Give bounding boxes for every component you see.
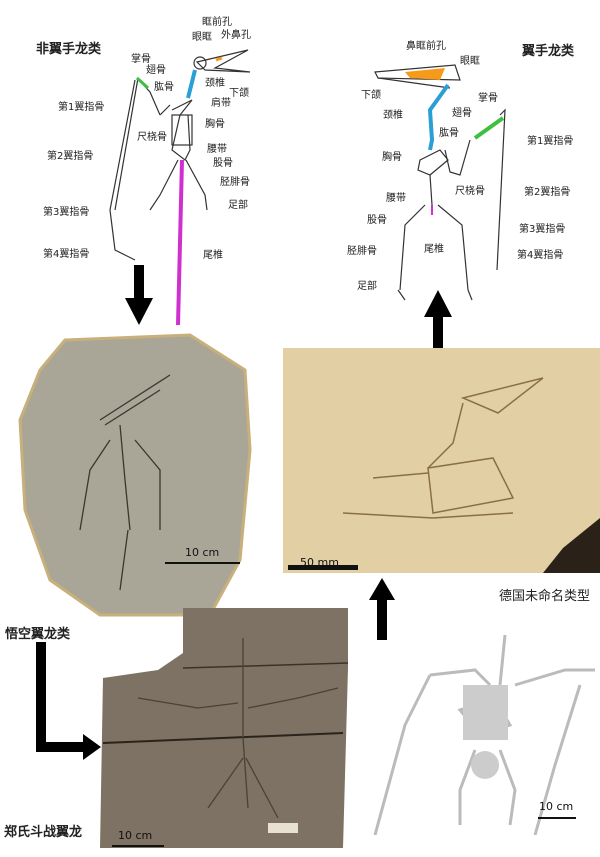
panel-caption: 郑氏斗战翼龙 <box>4 825 83 840</box>
label-sternum: 胸骨 <box>382 152 402 163</box>
label-wing-phalanx-4: 第4翼指骨 <box>43 249 90 260</box>
label-cervical: 颈椎 <box>205 78 225 89</box>
label-metacarpal: 掌骨 <box>478 93 498 104</box>
label-pelvic-girdle: 腰带 <box>386 193 406 204</box>
douzhanopterus-fossil-photo <box>100 608 348 848</box>
up-arrow-head <box>424 290 452 317</box>
label-wing-phalanx-2: 第2翼指骨 <box>47 151 94 162</box>
panel-caption: 德国未命名类型 <box>499 589 591 604</box>
up-arrow-shaft <box>433 315 443 350</box>
panel-title: 非翼手龙类 <box>36 42 102 57</box>
label-tibiofibula: 胫腓骨 <box>220 177 250 188</box>
label-wing-phalanx-3: 第3翼指骨 <box>43 207 90 218</box>
label-sternum: 胸骨 <box>205 119 225 130</box>
label-mandible: 下颌 <box>361 90 381 101</box>
label-foot: 足部 <box>357 281 377 292</box>
drawing-scale-label: 10 cm <box>539 800 574 813</box>
german-unnamed-fossil-photo <box>283 348 600 573</box>
label-orbit: 眼眶 <box>192 32 212 43</box>
label-pelvic-girdle: 腰带 <box>207 144 227 155</box>
label-femur: 股骨 <box>367 215 387 226</box>
label-orbit: 眼眶 <box>460 56 480 67</box>
label-nasoantorbital-fenestra: 鼻眶前孔 <box>406 41 446 52</box>
label-pteroid: 翅骨 <box>452 108 472 119</box>
label-femur: 股骨 <box>213 158 233 169</box>
panel-caption: 悟空翼龙类 <box>5 627 71 642</box>
label-mandible: 下颌 <box>229 88 249 99</box>
label-wing-phalanx-4: 第4翼指骨 <box>517 250 564 261</box>
up-arrow-icon <box>369 578 395 640</box>
label-cervical: 颈椎 <box>383 110 403 121</box>
label-humerus: 肱骨 <box>439 128 459 139</box>
label-shoulder-girdle: 肩带 <box>211 98 231 109</box>
label-radius-ulna: 尺桡骨 <box>137 132 167 143</box>
label-external-naris: 外鼻孔 <box>221 30 251 41</box>
label-foot: 足部 <box>228 200 248 211</box>
wukongopterid-fossil-photo <box>18 333 252 617</box>
non-pterodactyloid-skeleton <box>109 49 251 326</box>
label-wing-phalanx-1: 第1翼指骨 <box>58 102 105 113</box>
label-wing-phalanx-2: 第2翼指骨 <box>524 187 571 198</box>
down-arrow-head <box>125 298 153 325</box>
panel-title: 翼手龙类 <box>522 44 575 59</box>
scale-bar <box>165 562 240 564</box>
label-metacarpal: 掌骨 <box>131 54 151 65</box>
label-wing-phalanx-3: 第3翼指骨 <box>519 224 566 235</box>
label-pteroid: 翅骨 <box>146 65 166 76</box>
label-radius-ulna: 尺桡骨 <box>455 186 485 197</box>
label-wing-phalanx-1: 第1翼指骨 <box>527 136 574 147</box>
label-antorbital-fenestra: 眶前孔 <box>202 17 232 28</box>
scale-label: 10 cm <box>118 829 153 842</box>
down-arrow-shaft <box>134 265 144 300</box>
label-tibiofibula: 胫腓骨 <box>347 246 377 257</box>
drawing-scale-bar <box>538 817 576 819</box>
label-humerus: 肱骨 <box>154 82 174 93</box>
german-unnamed-skeleton-drawing <box>373 634 595 835</box>
photo-scale-label: 50 mm <box>300 556 339 569</box>
l-arrow-icon <box>36 642 101 760</box>
scale-bar <box>112 845 164 847</box>
label-caudal: 尾椎 <box>424 244 444 255</box>
label-caudal: 尾椎 <box>203 250 223 261</box>
scale-label: 10 cm <box>185 546 220 559</box>
pterodactyloid-skeleton <box>374 64 506 350</box>
